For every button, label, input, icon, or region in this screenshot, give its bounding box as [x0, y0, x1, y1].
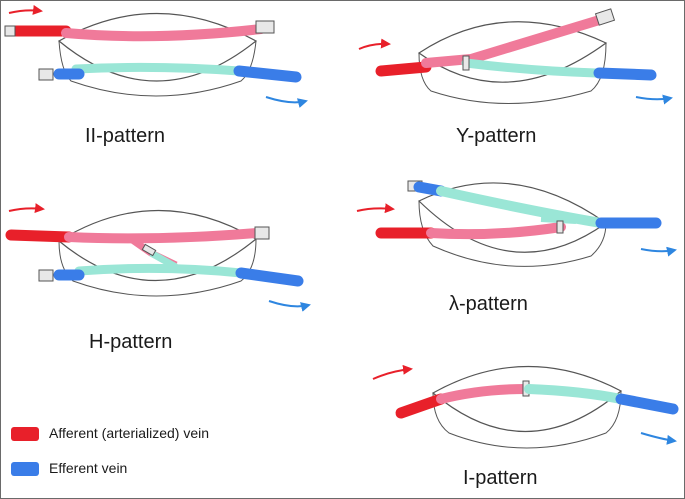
i-efferent-vein-inner — [524, 384, 626, 404]
i-pattern-figure — [372, 364, 679, 449]
i-efferent-arrow — [640, 432, 677, 445]
y-efferent-arrow — [635, 94, 673, 105]
h-efferent-arrow — [268, 300, 311, 312]
ii-efferent-vein-outer — [233, 65, 302, 83]
lambda-afferent-arrow — [356, 203, 395, 214]
h-pattern-label: H-pattern — [89, 331, 173, 353]
legend-efferent-swatch — [11, 462, 39, 476]
ii-efferent-arrow — [265, 96, 308, 108]
y-efferent-vein-inner — [461, 58, 601, 78]
y-pattern-figure — [358, 8, 673, 105]
legend-afferent-label: Afferent (arterialized) vein — [49, 425, 210, 441]
lambda-efferent-vein-inner — [436, 186, 606, 228]
lambda-efferent-arrow — [640, 246, 677, 257]
ii-afferent-vein-inner — [61, 24, 266, 42]
lambda-afferent-vein-inner — [426, 222, 566, 240]
lambda-pattern-label: λ-pattern — [449, 293, 528, 315]
h-pattern-figure — [5, 203, 311, 312]
ii-pattern-figure — [4, 4, 308, 108]
i-pattern-label: I-pattern — [463, 467, 538, 489]
ii-pattern-label: II-pattern — [85, 125, 166, 147]
y-afferent-vein-inner — [421, 13, 611, 68]
y-afferent-arrow — [358, 38, 391, 50]
lambda-pattern-figure — [356, 180, 677, 267]
legend-afferent-swatch — [11, 427, 39, 441]
h-efferent-vein-inner — [74, 263, 246, 278]
h-afferent-arrow — [8, 203, 45, 214]
h-afferent-vein-inner — [64, 228, 261, 244]
y-pattern-label: Y-pattern — [456, 125, 537, 147]
legend-efferent-label: Efferent vein — [49, 460, 128, 476]
i-afferent-vein-inner — [436, 384, 531, 404]
ii-efferent-vein-inner — [71, 62, 244, 76]
i-afferent-arrow — [372, 364, 413, 380]
ii-afferent-arrow — [8, 4, 43, 15]
